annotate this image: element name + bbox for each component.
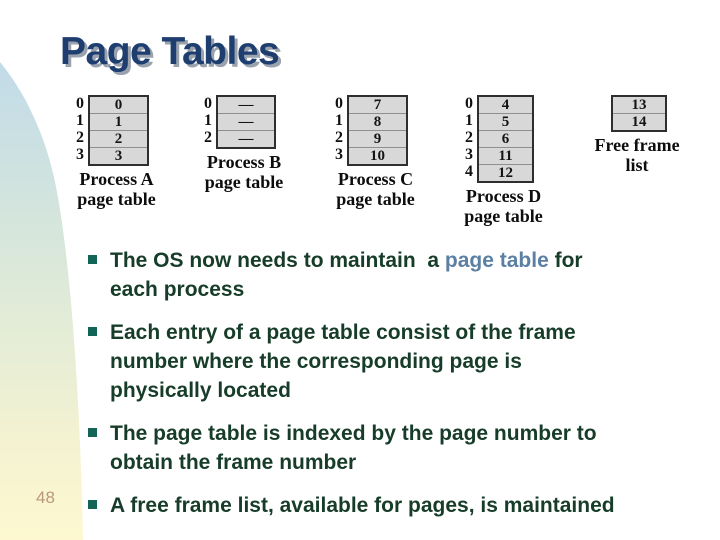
frame-cell: 11 [479,147,532,164]
page-index: 0 [76,95,84,112]
frame-cell: 13 [631,97,647,113]
body-text: Each entry of a page table consist of th… [110,321,576,344]
table-label-line: list [625,155,649,175]
table-label-line: page table [77,189,156,209]
frame-cell: 5 [479,113,532,130]
accent-text: page table [444,249,549,272]
bullet-text-line: obtain the frame number [110,448,713,477]
table-label-line: Process C [337,169,414,189]
page-number: 48 [36,488,55,507]
bullet-item: The OS now needs to maintain a page tabl… [87,246,713,304]
page-index: 1 [76,112,84,129]
frame-cell: — [218,130,274,147]
frame-cell: 0 [114,97,123,113]
frame-cell: 2 [90,130,147,147]
page-index: 3 [335,146,343,163]
table-label-line: Process D [465,186,542,206]
page-index: 2 [465,129,473,146]
frame-cell: 10 [349,147,406,164]
square-bullet-icon [88,327,97,336]
bullet-item: The page table is indexed by the page nu… [87,419,713,477]
bullet-list: The OS now needs to maintain a page tabl… [87,246,713,534]
bullet-item: Each entry of a page table consist of th… [87,318,713,405]
bullet-text-line: Each entry of a page table consist of th… [110,318,713,347]
frame-cell: 12 [479,164,532,181]
page-index: 0 [465,95,473,112]
square-bullet-icon [88,428,97,437]
frame-cell: 6 [479,130,532,147]
left-gradient-shape [0,62,83,540]
body-text: number where the corresponding page is [110,350,522,373]
bullet-text-line: A free frame list, available for pages, … [110,491,713,520]
page-index: 1 [465,112,473,129]
frame-cell: 9 [349,130,406,147]
frame-cell: 8 [349,113,406,130]
square-bullet-icon [88,500,97,509]
frame-cell: 1 [90,113,147,130]
body-text: for [548,249,583,272]
frame-cell: 4 [501,97,510,113]
body-text: The OS now needs to maintain a [110,249,445,272]
bullet-text-line: The page table is indexed by the page nu… [110,419,713,448]
body-text: A free frame list, available for pages, … [110,494,615,517]
bullet-text-line: each process [110,275,713,304]
page-title: Page Tables [60,30,280,73]
page-index: 3 [76,146,84,163]
frame-cells: ——— [216,95,276,149]
page-index: 1 [204,112,212,129]
body-text: physically located [110,379,291,402]
frame-cell: 14 [613,113,665,130]
bullet-text-line: physically located [110,376,713,405]
bullet-item: A free frame list, available for pages, … [87,491,713,520]
frame-cell: 3 [90,147,147,164]
page-index: 2 [76,129,84,146]
table-label-line: Process B [206,152,282,172]
frame-cell: — [238,97,254,113]
table-label-line: Free frame [594,135,680,155]
table-label-line: Process A [79,169,154,189]
page-index: 3 [465,146,473,163]
page-index: 2 [335,129,343,146]
table-label-line: page table [336,189,415,209]
body-text: each process [110,278,245,301]
square-bullet-icon [88,255,97,264]
body-text: The page table is indexed by the page nu… [110,422,597,445]
bullet-text-line: number where the corresponding page is [110,347,713,376]
page-index: 2 [204,129,212,146]
bullet-text-line: The OS now needs to maintain a page tabl… [110,246,713,275]
table-label-line: page table [464,206,543,226]
body-text: obtain the frame number [110,451,357,474]
table-label-line: page table [204,172,284,192]
page-index: 1 [335,112,343,129]
page-index: 4 [465,163,473,180]
page-index: 0 [204,95,212,112]
frame-cell: 7 [373,97,382,113]
page-index: 0 [335,95,343,112]
frame-cell: — [218,113,274,130]
